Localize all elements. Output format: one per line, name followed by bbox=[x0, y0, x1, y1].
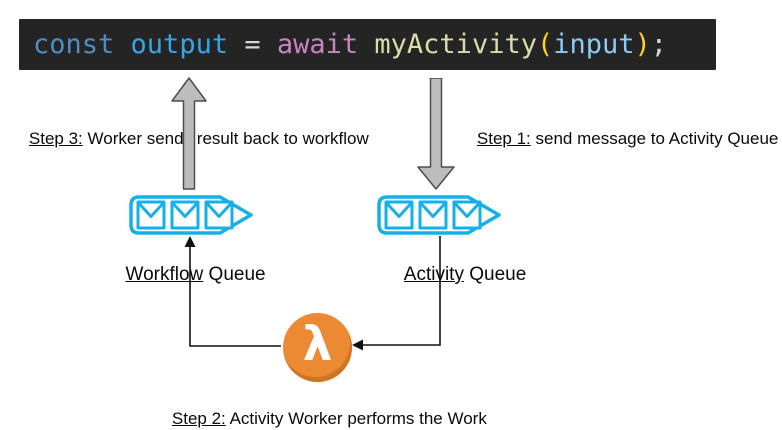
code-token-close-paren: ) bbox=[634, 29, 651, 60]
workflow-queue-label-word1: Workflow bbox=[125, 264, 204, 285]
code-token-output: output bbox=[130, 29, 245, 60]
code-token-const: const bbox=[33, 29, 131, 60]
workflow-queue-label: Workflow Queue bbox=[103, 242, 267, 308]
activity-queue-label-word2: Queue bbox=[463, 264, 527, 285]
code-snippet: const output = await myActivity(input); bbox=[19, 19, 716, 70]
step1-label: Step 1: send message to Activity Queue bbox=[458, 109, 778, 169]
up-block-arrow-icon bbox=[171, 77, 207, 190]
envelope-icon bbox=[136, 200, 234, 230]
lambda-icon: λ bbox=[283, 313, 352, 382]
workflow-queue-icon bbox=[129, 195, 253, 235]
activity-queue-label: Activity Queue bbox=[373, 242, 537, 308]
workflow-queue-label-word2: Queue bbox=[203, 264, 266, 285]
arrowhead-left-icon bbox=[352, 339, 363, 351]
code-token-input: input bbox=[553, 29, 635, 60]
activity-queue-label-word1: Activity bbox=[403, 264, 464, 285]
envelope-icon bbox=[384, 200, 482, 230]
code-token-open-paren: ( bbox=[536, 29, 554, 60]
step3-number: Step 3: bbox=[28, 129, 83, 148]
step2-number: Step 2: bbox=[171, 409, 226, 428]
code-token-function: myActivity bbox=[374, 29, 537, 60]
lambda-glyph: λ bbox=[302, 317, 333, 372]
code-token-equals: = bbox=[244, 29, 277, 60]
down-block-arrow-icon bbox=[417, 78, 455, 190]
code-token-semicolon: ; bbox=[650, 29, 668, 60]
step3-text: Worker sends result back to workflow bbox=[82, 129, 369, 148]
step3-label: Step 3: Worker sends result back to work… bbox=[10, 109, 369, 169]
step1-number: Step 1: bbox=[476, 129, 531, 148]
activity-queue-icon bbox=[377, 195, 501, 235]
step2-text: Activity Worker performs the Work bbox=[225, 409, 487, 428]
code-token-await: await bbox=[276, 29, 375, 60]
step2-label: Step 2: Activity Worker performs the Wor… bbox=[153, 389, 487, 430]
step1-text: send message to Activity Queue bbox=[530, 129, 779, 148]
